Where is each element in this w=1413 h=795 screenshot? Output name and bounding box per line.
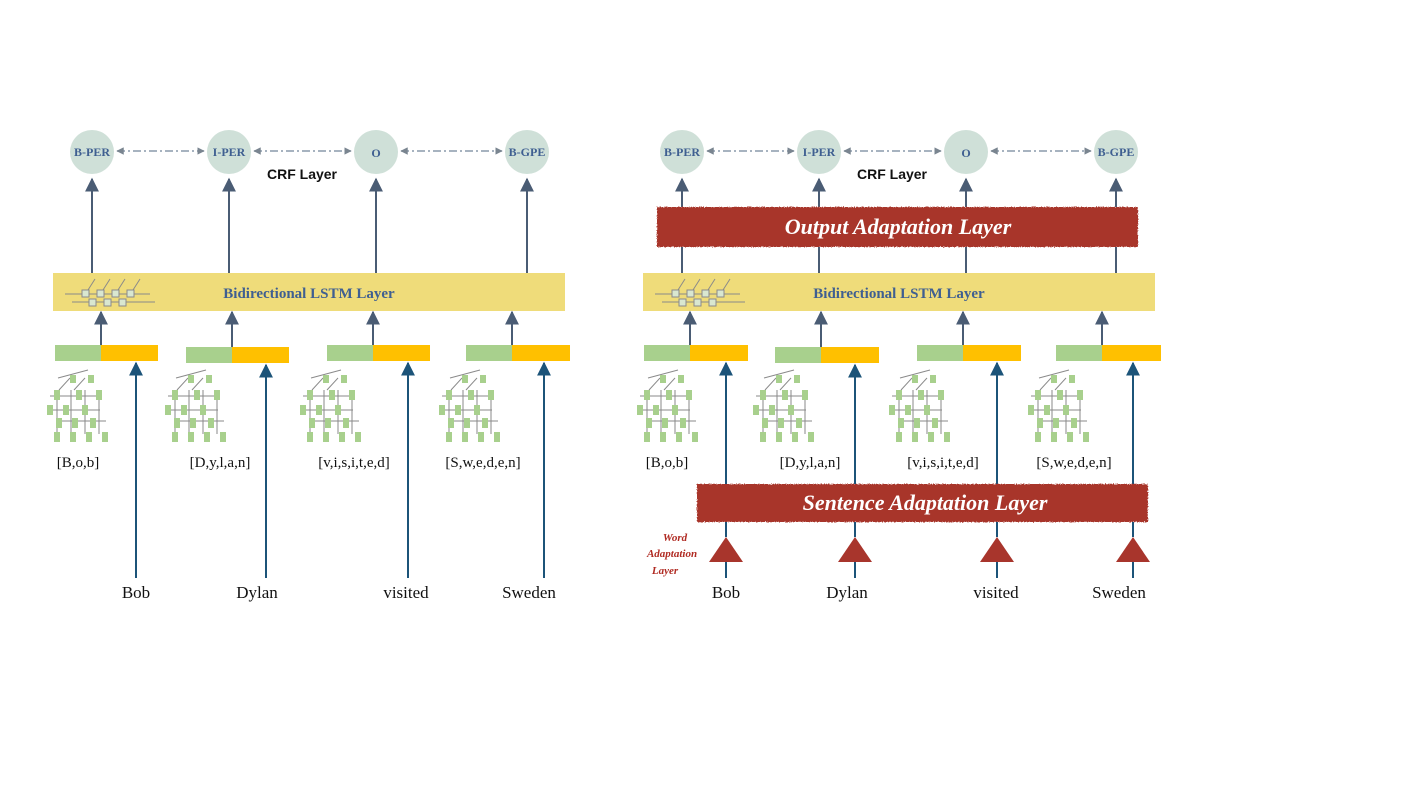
embedding-vector — [775, 347, 879, 363]
char-lstm-icon — [888, 369, 951, 443]
word-adaptation-label-line: Adaptation — [646, 548, 697, 560]
tag-row: B-PER I-PER O B-GPE CRF Layer — [660, 130, 1138, 182]
char-lstm-icon — [1027, 369, 1090, 443]
char-sequences: [B,o,b] [D,y,l,a,n] [v,i,s,i,t,e,d] [S,w… — [57, 455, 521, 471]
tag-label: O — [371, 146, 380, 160]
word-adaptation-triangle — [980, 537, 1014, 562]
word-embeddings — [55, 345, 570, 363]
tag-node: B-GPE — [1094, 130, 1138, 174]
char-lstm-icon — [636, 369, 699, 443]
input-word: Bob — [712, 583, 740, 602]
embedding-to-lstm-arrows — [94, 310, 519, 347]
lstm-to-tag-arrows — [85, 177, 534, 273]
input-word: visited — [383, 583, 429, 602]
input-word: Dylan — [826, 583, 868, 602]
word-adaptation-label-line: Layer — [651, 565, 679, 577]
char-lstm-icon — [752, 369, 815, 443]
tag-label: B-GPE — [1098, 145, 1135, 159]
lstm-icon — [65, 278, 155, 307]
char-sequence: [S,w,e,d,e,n] — [445, 455, 520, 471]
crf-layer-label: CRF Layer — [267, 166, 338, 182]
lstm-to-adaptation-lines — [681, 247, 1117, 273]
embedding-vector — [55, 345, 158, 361]
crf-layer-label: CRF Layer — [857, 166, 928, 182]
char-lstm-icon — [299, 369, 362, 443]
tag-node: O — [944, 130, 988, 174]
tag-label: I-PER — [803, 145, 836, 159]
embedding-vector — [644, 345, 748, 361]
word-adaptation-triangle — [1116, 537, 1150, 562]
input-words: Bob Dylan visited Sweden — [712, 583, 1147, 602]
word-to-embedding-arrows — [129, 361, 551, 578]
tag-node: B-GPE — [505, 130, 549, 174]
char-sequence: [v,i,s,i,t,e,d] — [907, 455, 979, 471]
input-word: visited — [973, 583, 1019, 602]
char-sequence: [B,o,b] — [646, 455, 689, 471]
word-adaptation-label: Word Adaptation Layer — [646, 532, 697, 577]
char-sequences: [B,o,b] [D,y,l,a,n] [v,i,s,i,t,e,d] [S,w… — [646, 455, 1112, 471]
word-embeddings — [644, 345, 1161, 363]
char-lstm-icons — [46, 369, 501, 443]
char-sequence: [D,y,l,a,n] — [780, 455, 841, 471]
tag-node: O — [354, 130, 398, 174]
embedding-vector — [327, 345, 430, 361]
tag-node: I-PER — [797, 130, 841, 174]
embedding-to-lstm-arrows — [683, 310, 1109, 347]
adaptation-to-embedding-arrows — [719, 361, 1140, 484]
panel-baseline: B-PER I-PER O B-GPE CRF Layer — [46, 130, 570, 602]
tag-label: O — [961, 146, 970, 160]
input-word: Bob — [122, 583, 150, 602]
char-lstm-icon — [46, 369, 109, 443]
lstm-layer-label: Bidirectional LSTM Layer — [813, 286, 985, 302]
output-adaptation-layer: Output Adaptation Layer — [657, 207, 1138, 247]
tag-label: I-PER — [213, 145, 246, 159]
input-word: Dylan — [236, 583, 278, 602]
char-lstm-icon — [438, 369, 501, 443]
tag-label: B-PER — [74, 145, 110, 159]
tag-node: I-PER — [207, 130, 251, 174]
word-adaptation-triangle — [709, 537, 743, 562]
sentence-adaptation-label: Sentence Adaptation Layer — [803, 490, 1048, 515]
lstm-layer: Bidirectional LSTM Layer — [643, 273, 1155, 311]
char-sequence: [S,w,e,d,e,n] — [1036, 455, 1111, 471]
word-adaptation-triangle — [838, 537, 872, 562]
adaptation-to-tag-arrows — [675, 177, 1123, 207]
sentence-adaptation-layer: Sentence Adaptation Layer — [697, 484, 1148, 522]
char-sequence: [B,o,b] — [57, 455, 100, 471]
tag-label: B-GPE — [509, 145, 546, 159]
lstm-icon — [655, 278, 745, 307]
tag-node: B-PER — [70, 130, 114, 174]
input-words: Bob Dylan visited Sweden — [122, 583, 557, 602]
output-adaptation-label: Output Adaptation Layer — [785, 214, 1012, 239]
char-sequence: [v,i,s,i,t,e,d] — [318, 455, 390, 471]
lstm-layer-label: Bidirectional LSTM Layer — [223, 286, 395, 302]
char-lstm-icons — [636, 369, 1090, 443]
triangle-connectors — [725, 522, 1134, 578]
lstm-layer: Bidirectional LSTM Layer — [53, 273, 565, 311]
input-word: Sweden — [1092, 583, 1146, 602]
tag-row: B-PER I-PER O B-GPE CRF Layer — [70, 130, 549, 182]
tag-label: B-PER — [664, 145, 700, 159]
embedding-vector — [466, 345, 570, 361]
embedding-vector — [186, 347, 289, 363]
panel-with-adaptation: B-PER I-PER O B-GPE CRF Layer — [636, 130, 1161, 602]
embedding-vector — [917, 345, 1021, 361]
char-sequence: [D,y,l,a,n] — [190, 455, 251, 471]
tag-node: B-PER — [660, 130, 704, 174]
input-word: Sweden — [502, 583, 556, 602]
embedding-vector — [1056, 345, 1161, 361]
word-adaptation-label-line: Word — [663, 532, 688, 544]
word-adaptation-triangles — [709, 537, 1150, 562]
char-lstm-icon — [164, 369, 227, 443]
